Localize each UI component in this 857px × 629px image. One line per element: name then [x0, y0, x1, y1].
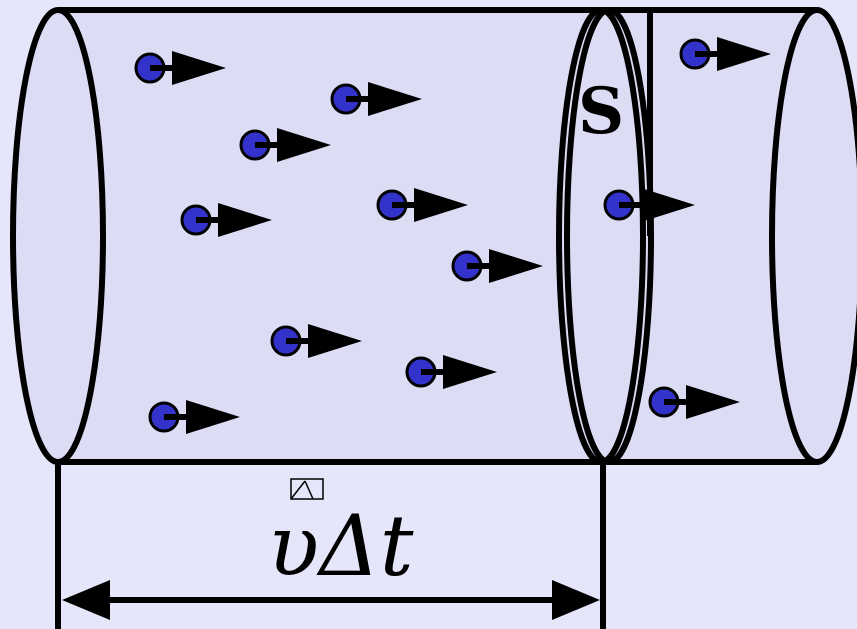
velocity-arrow-icon [664, 385, 740, 419]
charge-carrier [405, 355, 497, 389]
right-end-cap [769, 7, 857, 465]
charge-carrier [603, 188, 695, 222]
velocity-arrow-icon [695, 37, 771, 71]
velocity-arrow-icon [467, 249, 543, 283]
dimension-arrowhead-right [552, 580, 600, 620]
velocity-arrow-icon [196, 203, 272, 237]
vector-marker-icon [290, 478, 324, 500]
velocity-arrow-icon [255, 128, 331, 162]
velocity-arrow-icon [392, 188, 468, 222]
charge-carrier [648, 385, 740, 419]
length-label-vdt: υΔt [268, 497, 414, 595]
charge-carrier [679, 37, 771, 71]
charge-carrier [239, 128, 331, 162]
velocity-arrow-icon [421, 355, 497, 389]
surface-label-s: S [578, 74, 624, 149]
dimension-arrowhead-left [62, 580, 110, 620]
charge-carrier [148, 400, 240, 434]
velocity-arrow-icon [286, 324, 362, 358]
velocity-arrow-icon [619, 188, 695, 222]
charge-carriers [134, 37, 771, 434]
main-tube-body [58, 10, 605, 462]
velocity-arrow-icon [164, 400, 240, 434]
charge-carrier [270, 324, 362, 358]
velocity-arrow-icon [150, 51, 226, 85]
charge-carrier [134, 51, 226, 85]
charge-carrier [451, 249, 543, 283]
charge-carrier [330, 82, 422, 116]
left-end-cap [10, 7, 106, 465]
charge-carrier [180, 203, 272, 237]
velocity-arrow-icon [346, 82, 422, 116]
charge-carrier [376, 188, 468, 222]
